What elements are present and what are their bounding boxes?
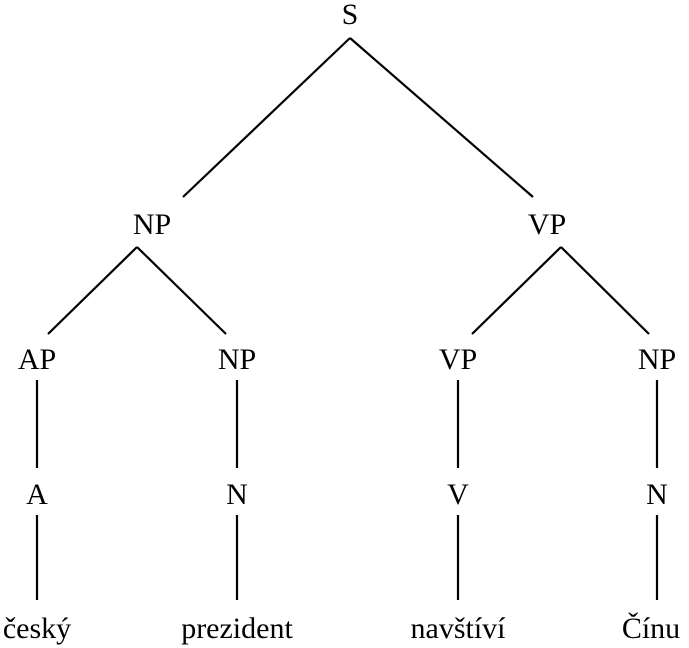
leaf-navstivi: navštíví (411, 612, 507, 645)
edge-vp1-vp2 (471, 246, 562, 335)
node-vp-verb: VP (439, 343, 477, 376)
edge-np1-np2 (136, 246, 227, 335)
leaf-cinu: Čínu (622, 612, 680, 645)
node-a: A (26, 478, 48, 511)
node-n-object: N (646, 478, 668, 511)
node-vp-predicate: VP (528, 208, 566, 241)
node-np-subject: NP (133, 208, 171, 241)
leaf-prezident: prezident (181, 612, 293, 645)
edge-s-vp1 (349, 37, 534, 198)
node-np-object: NP (638, 343, 676, 376)
node-np-head: NP (218, 343, 256, 376)
tree-edges (35, 37, 659, 600)
node-ap: AP (18, 343, 56, 376)
edge-np1-ap (47, 246, 138, 335)
edge-vp1-np3 (560, 246, 650, 335)
node-v: V (447, 478, 469, 511)
leaf-cesky: český (3, 612, 71, 645)
node-s: S (342, 0, 359, 31)
edge-s-np1 (182, 37, 351, 198)
node-n-head: N (226, 478, 248, 511)
